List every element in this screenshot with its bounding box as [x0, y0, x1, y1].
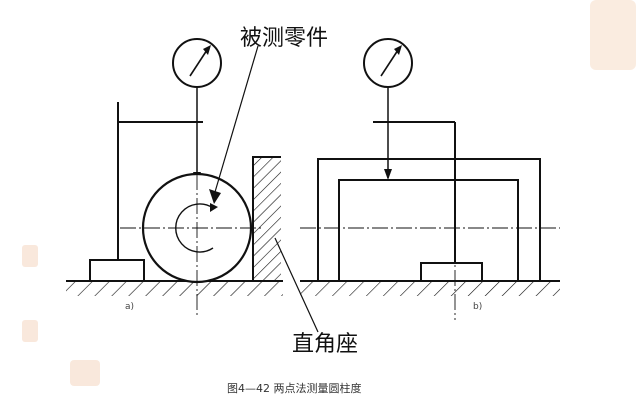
dial-gauge-b [363, 38, 413, 88]
watermark-seal-left-2 [22, 320, 38, 342]
dial-gauge-a [172, 38, 222, 88]
part-outer-b [317, 158, 541, 281]
figure-b [300, 38, 560, 320]
stand-base-b [420, 262, 483, 282]
stand-base-a [89, 259, 145, 282]
figure-caption: 图4—42 两点法测量圆柱度 [227, 382, 362, 395]
leader-part [214, 45, 259, 193]
dial-needle-a [189, 49, 208, 77]
watermark-seal-bottom-left [70, 360, 100, 386]
right-angle-block-outline [252, 156, 281, 281]
label-measured-part: 被测零件 [240, 26, 329, 51]
watermark-seal-top-right [590, 0, 636, 70]
part-inner-b [338, 179, 519, 281]
ground-hatch-a [66, 282, 283, 296]
leader-base [274, 237, 319, 333]
right-angle-block [253, 157, 281, 281]
indicator-tip-b [384, 169, 392, 180]
dial-needle-b [380, 49, 399, 77]
watermark-seal-left-1 [22, 245, 38, 267]
label-right-angle-base: 直角座 [292, 332, 359, 357]
figure-a [66, 38, 319, 333]
sublabel-a: a) [125, 302, 135, 312]
ground-hatch-b [300, 282, 560, 296]
sublabel-b: b) [473, 302, 483, 312]
